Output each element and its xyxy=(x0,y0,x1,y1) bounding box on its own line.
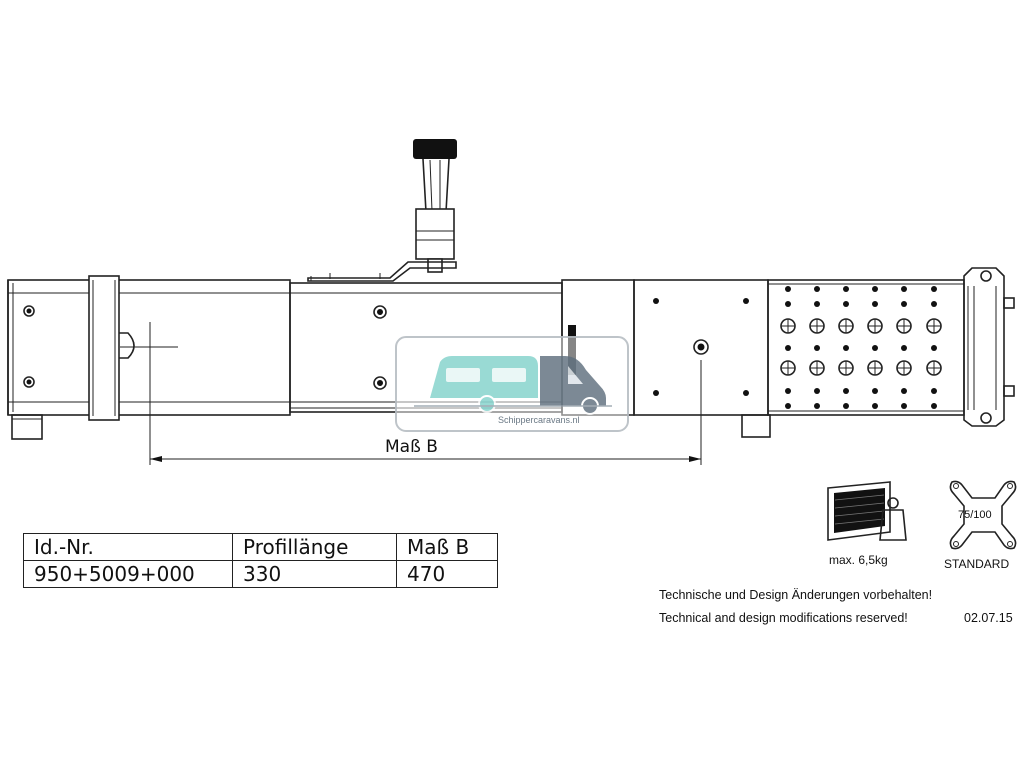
vesa-adapter-plate xyxy=(767,279,965,416)
vesa-hole-cross xyxy=(927,319,941,333)
vesa-hole-small xyxy=(931,301,937,307)
cell-profile-length: 330 xyxy=(232,560,397,588)
vesa-hole-small xyxy=(814,388,820,394)
disclaimer-english: Technical and design modifications reser… xyxy=(659,611,908,625)
vesa-hole-small xyxy=(901,286,907,292)
vesa-hole-cross xyxy=(897,319,911,333)
clamp-bracket xyxy=(88,275,178,421)
vesa-hole-cross xyxy=(781,319,795,333)
vesa-hole-cross xyxy=(897,361,911,375)
vesa-hole-small xyxy=(901,301,907,307)
cell-id: 950+5009+000 xyxy=(23,560,233,588)
locking-knob xyxy=(307,139,457,282)
spec-table: Id.-Nr. Profillänge Maß B 950+5009+000 3… xyxy=(23,533,498,588)
vesa-hole-cross xyxy=(810,361,824,375)
vesa-hole-small xyxy=(931,286,937,292)
vesa-hole-small xyxy=(785,301,791,307)
vesa-hole-small xyxy=(872,388,878,394)
header-profile-length: Profillänge xyxy=(232,533,397,561)
vesa-caption: STANDARD xyxy=(944,557,1010,571)
header-mass-b: Maß B xyxy=(396,533,498,561)
vesa-hole-small xyxy=(785,403,791,409)
disclaimer-german: Technische und Design Änderungen vorbeha… xyxy=(659,588,933,602)
vesa-hole-small xyxy=(785,388,791,394)
vesa-hole-cross xyxy=(839,319,853,333)
vesa-hole-cross xyxy=(868,319,882,333)
vesa-hole-small xyxy=(814,403,820,409)
weight-caption: max. 6,5kg xyxy=(829,553,888,567)
end-cap xyxy=(963,267,1015,427)
weight-icon xyxy=(827,481,907,541)
vesa-hole-small xyxy=(814,345,820,351)
vesa-hole-cross xyxy=(868,361,882,375)
vesa-inner-label: 75/100 xyxy=(958,509,992,521)
vesa-hole-cross xyxy=(781,361,795,375)
vesa-plate-icon: 75/100 xyxy=(949,480,1017,550)
header-id: Id.-Nr. xyxy=(23,533,233,561)
revision-date: 02.07.15 xyxy=(964,611,1013,625)
vesa-hole-small xyxy=(872,345,878,351)
vesa-hole-small xyxy=(843,301,849,307)
vesa-hole-small xyxy=(872,286,878,292)
vesa-hole-small xyxy=(901,345,907,351)
vesa-hole-small xyxy=(843,388,849,394)
spec-header-row: Id.-Nr. Profillänge Maß B xyxy=(23,533,498,561)
vesa-hole-small xyxy=(901,388,907,394)
mounting-plate xyxy=(633,279,771,438)
outer-rail xyxy=(7,279,291,440)
vesa-hole-small xyxy=(931,403,937,409)
vesa-hole-small xyxy=(843,345,849,351)
dimension-mass-b: Maß B xyxy=(149,360,702,465)
dimension-label: Maß B xyxy=(385,437,438,457)
vesa-hole-cross xyxy=(839,361,853,375)
watermark-logo: Schippercaravans.nl xyxy=(395,336,629,432)
vesa-hole-small xyxy=(931,345,937,351)
vesa-hole-small xyxy=(872,403,878,409)
vesa-hole-small xyxy=(843,286,849,292)
vesa-hole-cross xyxy=(810,319,824,333)
watermark-text: Schippercaravans.nl xyxy=(498,415,580,425)
inner-profile xyxy=(289,282,563,413)
vesa-hole-small xyxy=(931,388,937,394)
vesa-hole-small xyxy=(872,301,878,307)
table-row: 950+5009+000 330 470 xyxy=(23,560,498,588)
cell-mass-b: 470 xyxy=(396,560,498,588)
vesa-hole-small xyxy=(785,286,791,292)
vesa-hole-small xyxy=(814,286,820,292)
vesa-hole-small xyxy=(785,345,791,351)
vesa-hole-small xyxy=(814,301,820,307)
vesa-hole-cross xyxy=(927,361,941,375)
vesa-hole-small xyxy=(901,403,907,409)
vesa-hole-small xyxy=(843,403,849,409)
